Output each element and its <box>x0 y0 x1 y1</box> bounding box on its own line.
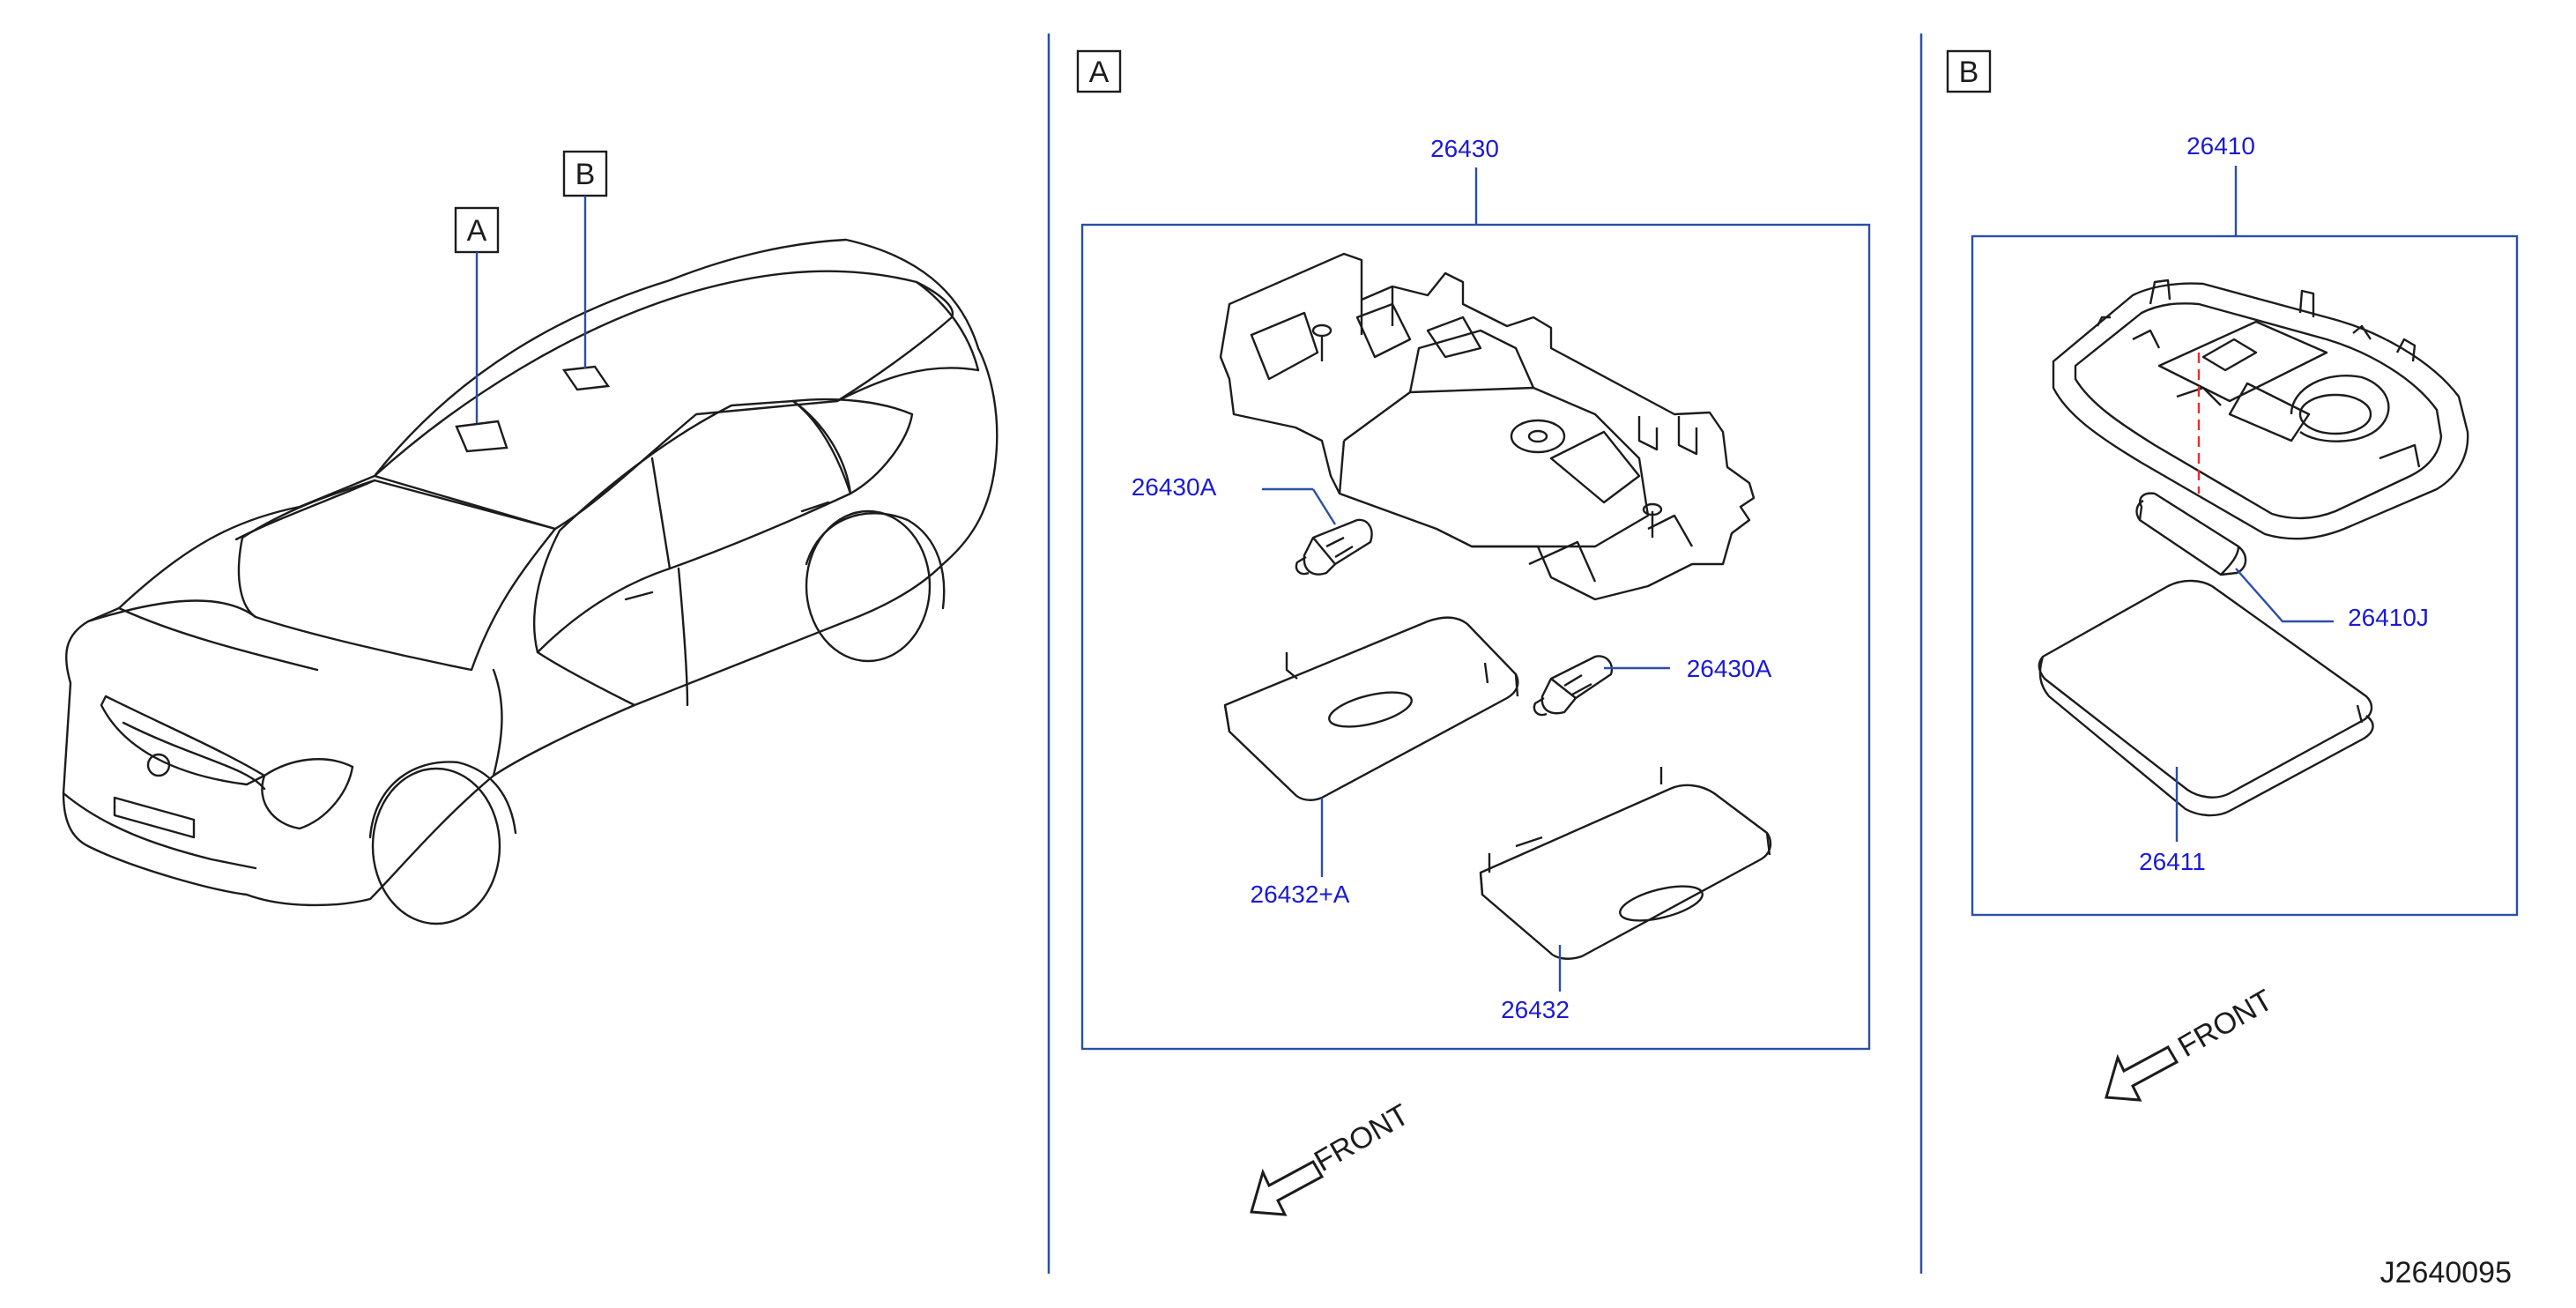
leader-26410j <box>2235 568 2334 623</box>
car-callout-b <box>562 150 608 368</box>
room-lamp-housing <box>2052 279 2469 540</box>
front-label-b: FRONT <box>2172 983 2278 1063</box>
bulb-26430a-upper <box>1295 518 1373 576</box>
part-label-26410j: 26410J <box>2348 604 2429 631</box>
front-label-a: FRONT <box>1309 1097 1414 1178</box>
map-lamp-housing <box>1219 252 1756 601</box>
part-label-26430a-upper: 26430A <box>1132 473 1217 501</box>
lens-26411 <box>2038 579 2374 817</box>
roof-marker-b <box>561 365 611 391</box>
part-label-26430a-lower: 26430A <box>1687 655 1772 682</box>
car-callout-b-letter: B <box>575 158 596 191</box>
section-a-letter: A <box>1089 56 1110 89</box>
part-label-26410: 26410 <box>2186 132 2255 160</box>
assembly-frame-a <box>1080 223 1871 1051</box>
leader-26430a-upper-b <box>1311 488 1337 525</box>
car-callout-a-letter: A <box>467 214 487 248</box>
car-illustration <box>62 238 998 925</box>
section-b-tag <box>1946 49 1992 93</box>
part-label-26432: 26432 <box>1501 996 1570 1023</box>
part-label-26432-a: 26432+A <box>1251 881 1350 908</box>
lens-26432 <box>1479 767 1772 960</box>
section-b-letter: B <box>1959 56 1979 89</box>
roof-marker-a <box>455 420 509 453</box>
part-label-26411: 26411 <box>2139 848 2206 875</box>
assembly-frame-b <box>1971 234 2519 917</box>
front-arrow-icon-b <box>2105 1044 2179 1102</box>
part-label-26430: 26430 <box>1430 135 1499 162</box>
diagram-code: J2640095 <box>2380 1256 2512 1289</box>
section-a-tag <box>1076 49 1122 93</box>
bulb-26430a-lower <box>1533 655 1614 717</box>
lens-26432-a <box>1223 616 1519 801</box>
bulb-26410j <box>2135 492 2247 576</box>
car-callout-a <box>454 206 500 423</box>
front-arrow-icon-a <box>1250 1159 1325 1216</box>
